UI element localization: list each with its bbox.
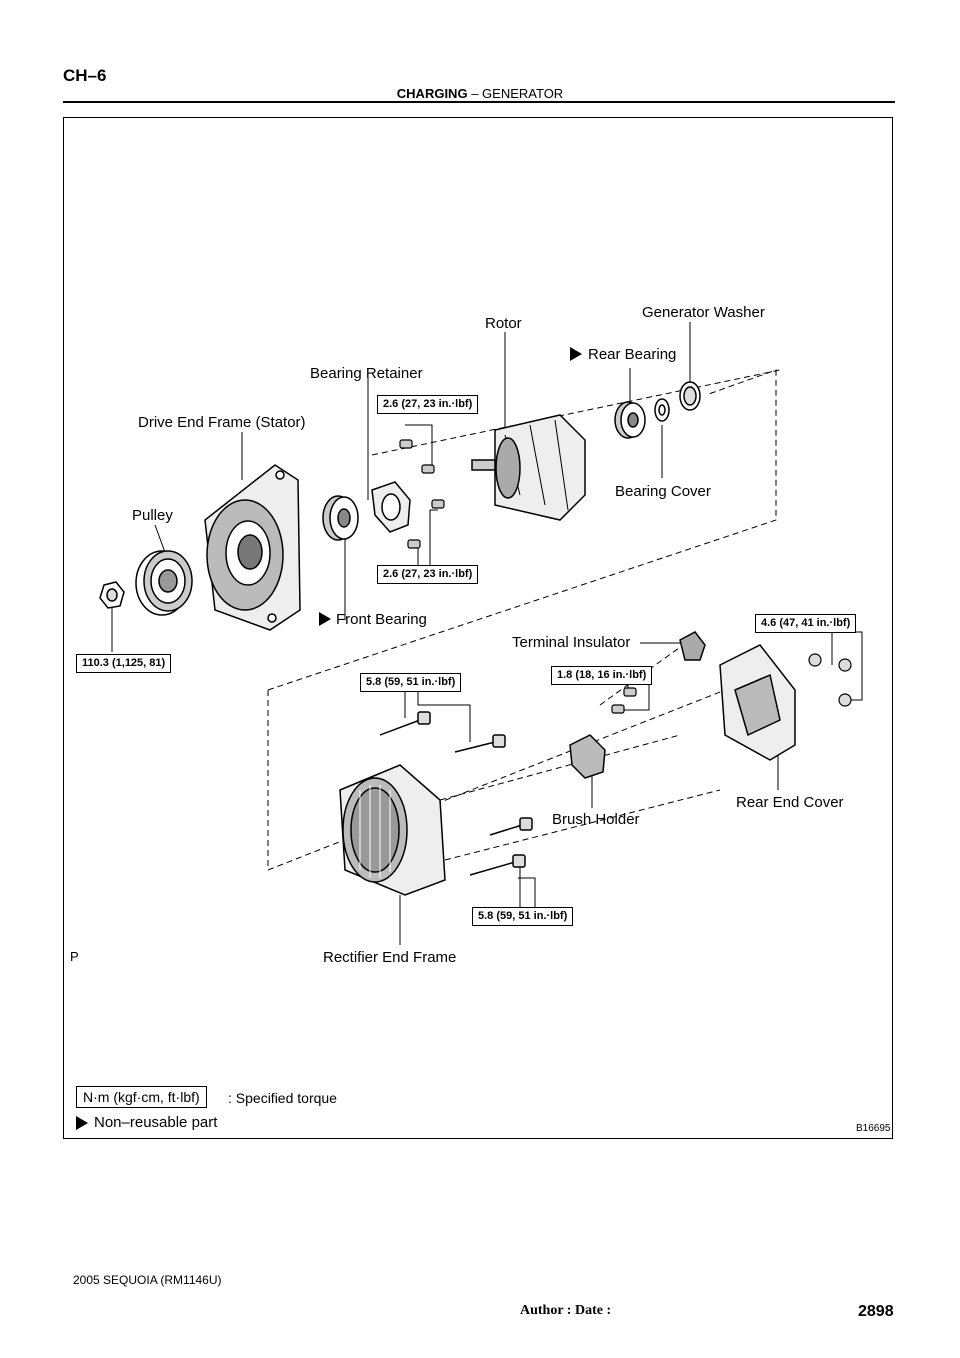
legend-unit-text: : Specified torque [228,1090,337,1106]
label-front-bearing: Front Bearing [336,611,427,628]
section-separator: – [471,86,479,101]
torque-pulley-nut: 110.3 (1,125, 81) [76,654,172,673]
front-bearing-marker-icon [319,612,331,626]
generator-washer-part [679,381,701,411]
torque-retainer-top: 2.6 (27, 23 in.·lbf) [377,395,479,414]
torque-retainer-bottom: 2.6 (27, 23 in.·lbf) [377,565,479,584]
rectifier-end-frame-part [339,764,446,896]
label-p-mark: P [70,949,79,964]
rear-bearing-part [614,401,646,439]
drive-end-frame-part [204,464,301,631]
section-title: CHARGING [396,86,468,101]
legend-unit-box: N·m (kgf·cm, ft·lbf) [76,1086,207,1108]
label-terminal-insulator: Terminal Insulator [512,634,631,651]
torque-rear-cover: 4.6 (47, 41 in.·lbf) [755,614,857,633]
figure-frame [63,117,893,1139]
page-code: CH–6 [63,66,107,85]
label-pulley: Pulley [132,507,173,524]
header-rule [63,101,895,103]
label-bearing-retainer: Bearing Retainer [310,365,423,382]
legend-non-reusable-text: Non–reusable part [94,1114,218,1131]
rotor-part [471,414,586,521]
label-rear-bearing: Rear Bearing [588,346,677,363]
terminal-insulator-part [679,631,706,661]
label-rotor: Rotor [485,315,522,332]
legend-marker-icon [76,1116,88,1130]
rear-bearing-marker-icon [570,347,582,361]
footer-model: 2005 SEQUOIA (RM1146U) [73,1273,222,1287]
through-bolts [379,711,533,876]
non-reusable-markers [76,347,582,1130]
front-bearing-part [322,495,359,541]
brush-holder-part [569,734,606,779]
label-bearing-cover: Bearing Cover [615,483,711,500]
footer-page-number: 2898 [858,1303,894,1320]
torque-frame-bolts-top: 5.8 (59, 51 in.·lbf) [360,673,462,692]
label-brush-holder: Brush Holder [552,811,640,828]
label-rear-end-cover: Rear End Cover [736,794,844,811]
section-header: CHARGING – GENERATOR [0,86,960,101]
subsection-title: GENERATOR [482,86,564,101]
bearing-retainer-part [371,481,411,533]
bearing-cover-part [654,398,670,422]
torque-brush-holder: 1.8 (18, 16 in.·lbf) [551,666,653,685]
rear-cover-nuts [808,653,852,707]
label-drive-end-frame: Drive End Frame (Stator) [138,414,306,431]
legend-non-reusable: Non–reusable part [76,1114,217,1131]
pulley-nut-part [99,581,125,609]
retainer-screws [399,439,445,549]
figure-code: B16695 [856,1123,891,1134]
pulley-part [135,550,193,616]
label-generator-washer: Generator Washer [642,304,765,321]
label-rectifier-end-frame: Rectifier End Frame [323,949,457,966]
footer-author-date: Author : Date : [520,1303,612,1318]
torque-frame-bolts-bottom: 5.8 (59, 51 in.·lbf) [472,907,574,926]
rear-end-cover-part [719,644,796,761]
brush-holder-screws [611,687,637,714]
